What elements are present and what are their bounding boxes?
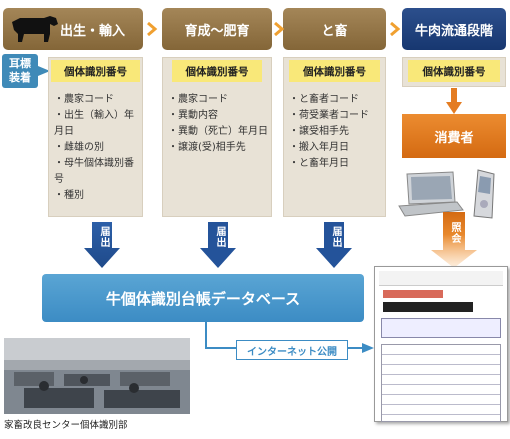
ear-tag-label: 耳標装着 — [2, 54, 38, 88]
laptop-icon — [398, 171, 464, 217]
chevron-right-icon — [390, 22, 401, 36]
web-screenshot-thumbnail — [374, 266, 508, 422]
list-item: ・農家コード — [54, 94, 114, 105]
stage-distribution: 牛肉流通段階 — [402, 8, 506, 50]
chevron-right-icon — [274, 22, 285, 36]
list-item: ・と畜者コード — [289, 94, 359, 105]
report-label: 届出 — [98, 226, 109, 248]
office-photo — [4, 338, 190, 414]
stage-raising-fattening: 育成～肥育 — [162, 8, 272, 50]
arrow-right-icon — [38, 66, 50, 76]
id-number-label-raising: 個体識別番号 — [172, 60, 262, 82]
stage-slaughter-label: と畜 — [321, 23, 348, 39]
items-list-raising: ・農家コード ・異動内容 ・異動（死亡）年月日 ・譲渡(受)相手先 — [168, 92, 268, 156]
consumer-box: 消費者 — [402, 114, 506, 158]
stage-slaughter: と畜 — [283, 8, 386, 50]
stage-birth-label: 出生・輸入 — [59, 23, 125, 39]
arrow-down-icon — [446, 88, 462, 114]
list-item: ・雌雄の別 — [54, 142, 104, 153]
mobile-phone-icon — [473, 169, 495, 219]
list-item: ・譲受相手先 — [289, 126, 349, 137]
report-arrow-icon — [316, 222, 352, 268]
list-item: ・異動内容 — [168, 110, 218, 121]
report-label: 届出 — [214, 226, 225, 248]
list-item: ・異動（死亡）年月日 — [168, 126, 268, 137]
list-item: ・と畜年月日 — [289, 158, 349, 169]
list-item: ・譲渡(受)相手先 — [168, 142, 246, 153]
id-number-label-slaughter: 個体識別番号 — [289, 60, 380, 82]
office-caption: 家畜改良センター個体識別部 — [4, 420, 128, 431]
chevron-right-icon — [147, 22, 158, 36]
list-item: ・母牛個体識別番号 — [54, 158, 134, 185]
info-box-birth — [48, 57, 143, 217]
database-bar: 牛個体識別台帳データベース — [42, 274, 364, 322]
id-number-label-birth: 個体識別番号 — [51, 60, 140, 82]
info-box-slaughter — [283, 57, 386, 217]
items-list-slaughter: ・と畜者コード ・荷受業者コード ・譲受相手先 ・搬入年月日 ・と畜年月日 — [289, 92, 383, 172]
list-item: ・農家コード — [168, 94, 228, 105]
cow-icon — [12, 16, 58, 42]
list-item: ・搬入年月日 — [289, 142, 349, 153]
internet-public-label: インターネット公開 — [236, 340, 348, 360]
list-item: ・種別 — [54, 190, 84, 201]
list-item: ・出生（輸入）年月日 — [54, 110, 134, 137]
info-box-raising — [162, 57, 272, 217]
items-list-birth: ・農家コード ・出生（輸入）年月日 ・雌雄の別 ・母牛個体識別番号 ・種別 — [54, 92, 140, 204]
stage-raising-label: 育成～肥育 — [184, 23, 250, 39]
stage-distribution-label: 牛肉流通段階 — [414, 23, 493, 39]
report-arrow-icon — [200, 222, 236, 268]
report-label: 届出 — [330, 226, 341, 248]
inquiry-label: 照会 — [449, 222, 460, 244]
id-number-label-distribution: 個体識別番号 — [408, 60, 500, 82]
report-arrow-icon — [84, 222, 120, 268]
inquiry-arrow-icon — [431, 212, 477, 268]
list-item: ・荷受業者コード — [289, 110, 369, 121]
